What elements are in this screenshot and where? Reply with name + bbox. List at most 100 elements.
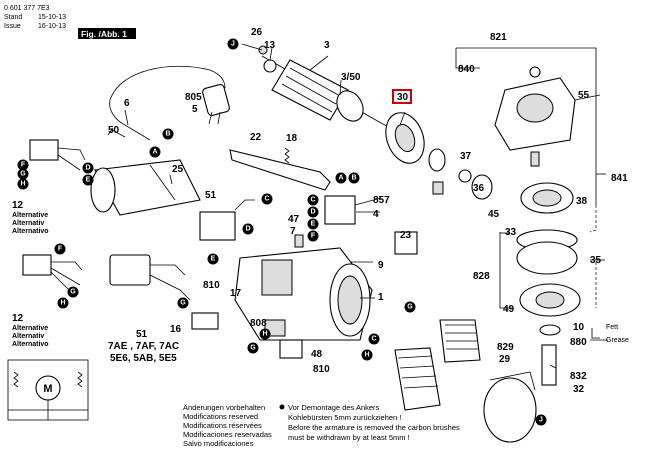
- part-label-51-bottom: 51: [136, 329, 148, 340]
- variants-line-1: 7AE , 7AF, 7AC: [108, 341, 179, 352]
- part-label-55: 55: [578, 90, 590, 101]
- stand-label: Stand: [4, 14, 22, 21]
- svg-text:D: D: [245, 226, 250, 233]
- part-number: 0 601 377 7E3: [4, 5, 50, 12]
- part-label-50: 50: [108, 125, 120, 136]
- bubble-b-2: B: [348, 172, 360, 184]
- part-label-36: 36: [473, 183, 485, 194]
- bubble-h-3: H: [259, 328, 271, 340]
- part-label-5: 5: [192, 104, 198, 115]
- part-label-25: 25: [172, 164, 184, 175]
- svg-text:G: G: [180, 300, 186, 307]
- bubble-f-1: F: [307, 230, 319, 242]
- svg-text:J: J: [231, 41, 235, 48]
- svg-text:Alternativ: Alternativ: [12, 333, 44, 340]
- bubble-c-3: C: [368, 333, 380, 345]
- bubble-group: A B J A B C D E F F G H D E C D E F G H …: [17, 38, 547, 426]
- bubble-d-3: D: [242, 223, 254, 235]
- part-label-6: 6: [124, 98, 130, 109]
- bubble-f-3: F: [54, 243, 66, 255]
- part-label-23: 23: [400, 230, 412, 241]
- part-48: [279, 339, 303, 359]
- svg-text:must be withdrawn by at least: must be withdrawn by at least 5mm !: [288, 433, 410, 442]
- motor-housing: [234, 247, 373, 341]
- bubble-e-1: E: [307, 218, 319, 230]
- bubble-h-1: H: [17, 178, 29, 190]
- part-label-1: 1: [378, 292, 384, 303]
- bubble-e-2: E: [82, 174, 94, 186]
- svg-text:Alternativo: Alternativo: [12, 228, 49, 235]
- bubble-c-1: C: [307, 194, 319, 206]
- svg-text:A: A: [152, 149, 157, 156]
- part-label-805: 805: [185, 92, 202, 103]
- bubble-j-2: J: [535, 414, 547, 426]
- bubble-e-3: E: [207, 253, 219, 265]
- svg-text:M: M: [43, 383, 52, 395]
- bubble-g-4: G: [247, 342, 259, 354]
- header-block: 0 601 377 7E3 Stand 15-10-13 Issue 16-10…: [4, 5, 136, 39]
- part-label-829: 829: [497, 342, 514, 353]
- brush-23: [394, 231, 418, 255]
- svg-text:H: H: [364, 352, 369, 359]
- svg-text:Modificaciones reservadas: Modificaciones reservadas: [183, 430, 272, 439]
- issue-value: 16-10-13: [38, 23, 66, 30]
- part-label-26: 26: [251, 27, 263, 38]
- svg-text:Alternative: Alternative: [12, 325, 48, 332]
- part-label-4: 4: [373, 209, 379, 220]
- issue-label: Issue: [4, 23, 21, 30]
- part-label-9: 9: [378, 260, 384, 271]
- stand-value: 15-10-13: [38, 14, 66, 21]
- bubble-h-2: H: [57, 297, 69, 309]
- svg-text:12: 12: [12, 200, 24, 211]
- svg-text:Kohlebürsten 5mm zurückziehen: Kohlebürsten 5mm zurückziehen !: [288, 413, 401, 422]
- part-label-808: 808: [250, 318, 267, 329]
- svg-text:G: G: [20, 171, 26, 178]
- svg-text:Modifications reserved: Modifications reserved: [183, 412, 258, 421]
- svg-text:B: B: [351, 175, 356, 182]
- svg-text:H: H: [20, 181, 25, 188]
- part-label-880: 880: [570, 337, 587, 348]
- svg-text:Vor Demontage des Ankers: Vor Demontage des Ankers: [288, 403, 380, 412]
- bubble-d-1: D: [307, 206, 319, 218]
- svg-text:F: F: [311, 233, 316, 240]
- svg-text:Alternativo: Alternativo: [12, 341, 49, 348]
- power-cable: [107, 65, 230, 141]
- part-label-841: 841: [611, 173, 628, 184]
- switch-51: [109, 199, 255, 301]
- svg-text:F: F: [21, 162, 26, 169]
- motor-schematic-icon: M: [7, 359, 89, 421]
- part-label-30: 30: [397, 92, 409, 103]
- bubble-d-2: D: [82, 162, 94, 174]
- part-label-47: 47: [288, 214, 300, 225]
- armature: [258, 45, 391, 129]
- svg-text:A: A: [338, 175, 343, 182]
- svg-text:Modifications réservées: Modifications réservées: [183, 421, 262, 430]
- part-label-35: 35: [590, 255, 602, 266]
- part-label-821: 821: [490, 32, 507, 43]
- svg-text:C: C: [264, 196, 269, 203]
- svg-text:Alternative: Alternative: [12, 212, 48, 219]
- part-label-49: 49: [503, 304, 515, 315]
- part-label-32: 32: [573, 384, 585, 395]
- svg-text:E: E: [311, 221, 316, 228]
- svg-text:C: C: [371, 336, 376, 343]
- gear-housing: [494, 66, 601, 167]
- bubble-g-3: G: [177, 297, 189, 309]
- leader-lines: [111, 43, 608, 369]
- part-label-3-50: 3/50: [341, 72, 361, 83]
- part-label-840: 840: [458, 64, 475, 75]
- svg-text:Alternativ: Alternativ: [12, 220, 44, 227]
- svg-text:F: F: [58, 246, 63, 253]
- part-label-828: 828: [473, 271, 490, 282]
- svg-text:H: H: [262, 331, 267, 338]
- part-label-810-a: 810: [203, 280, 220, 291]
- bubble-b-1: B: [162, 128, 174, 140]
- svg-text:D: D: [85, 165, 90, 172]
- brush-cap-16: [191, 312, 219, 330]
- part-label-18: 18: [286, 133, 298, 144]
- bevel-gear: [471, 174, 581, 386]
- alt-group-bottom: 12 Alternative Alternativ Alternativo: [12, 313, 49, 348]
- field-windings: [394, 319, 481, 411]
- svg-text:12: 12: [12, 313, 24, 324]
